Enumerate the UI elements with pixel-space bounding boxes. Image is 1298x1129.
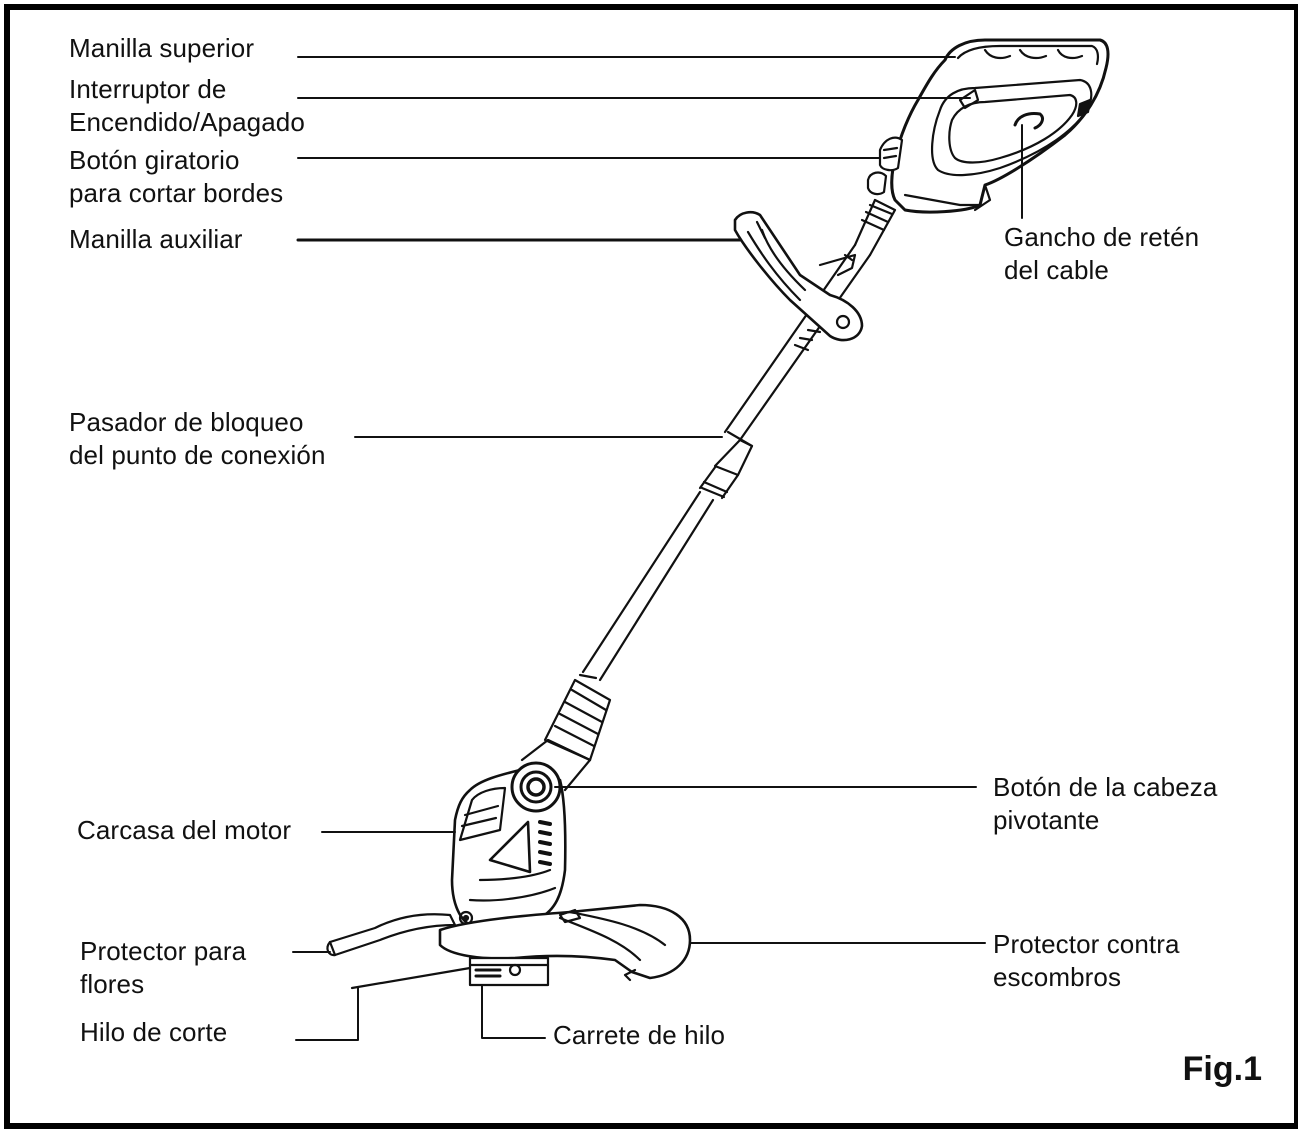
lower-shaft [578,430,754,682]
label-carcasa: Carcasa del motor [77,815,292,845]
top-handle [866,38,1110,214]
neck-collar [520,678,612,792]
label-manilla-superior: Manilla superior [69,33,255,63]
pivot-button [510,761,562,813]
figure-label: Fig.1 [1182,1050,1262,1088]
label-protector-flores: Protector para flores [80,936,247,999]
upper-shaft [723,198,897,442]
label-protector-escombros: Protector contra escombros [993,929,1180,992]
label-interruptor: Interruptor de Encendido/Apagado [69,74,305,137]
label-boton-giratorio: Botón giratorio para cortar bordes [69,145,284,208]
label-gancho: Gancho de retén del cable [1004,222,1200,285]
flower-guard [326,913,457,957]
label-manilla-auxiliar: Manilla auxiliar [69,224,243,254]
label-carrete: Carrete de hilo [553,1020,726,1050]
cutting-line [350,966,472,990]
leader-carrete [481,984,546,1039]
leader-hilo [295,987,359,1041]
line-spool [468,956,550,987]
label-boton-cabeza: Botón de la cabeza pivotante [993,772,1218,835]
leader-lines [292,56,1023,1041]
label-hilo: Hilo de corte [80,1017,228,1047]
auxiliary-handle [733,210,864,352]
label-pasador: Pasador de bloqueo del punto de conexión [69,407,326,470]
